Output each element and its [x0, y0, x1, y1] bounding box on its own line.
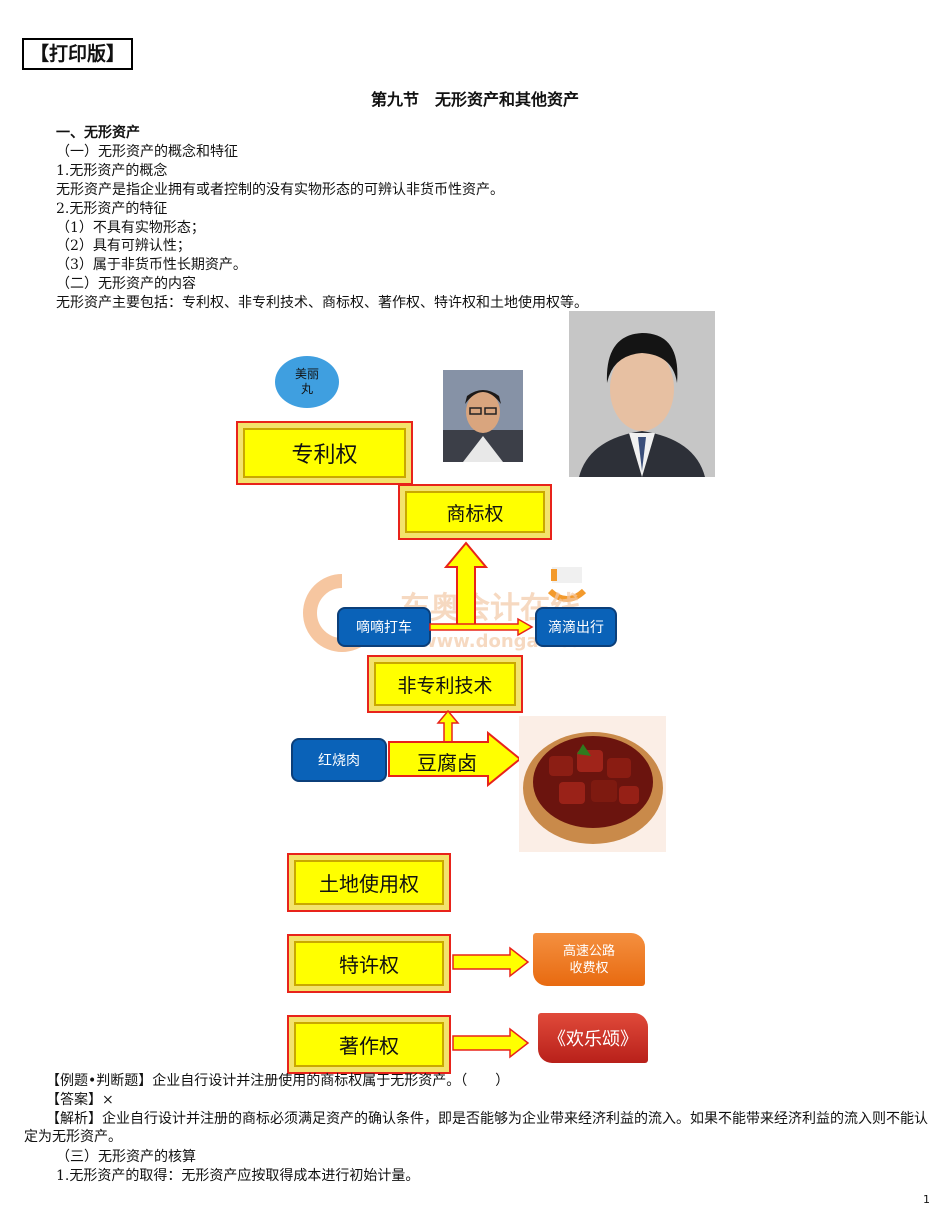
hongshaorou-box: 红烧肉 — [291, 738, 387, 782]
concept-text: 无形资产是指企业拥有或者控制的没有实物形态的可辨认非货币性资产。 — [56, 182, 504, 198]
copyright-label: 著作权 — [339, 1034, 399, 1058]
hongshaorou-label: 红烧肉 — [318, 753, 360, 769]
meili-wan-label: 美丽丸 — [294, 367, 319, 396]
didi-dache-label: 嘀嘀打车 — [356, 620, 412, 636]
arrow-right-to-highway-icon — [452, 946, 530, 978]
page-number: 1 — [923, 1193, 930, 1206]
item-concept: 1.无形资产的概念 — [56, 163, 168, 179]
portrait-photo-large — [569, 311, 715, 477]
accounting-item-1: 1.无形资产的取得：无形资产应按取得成本进行初始计量。 — [56, 1168, 420, 1184]
franchise-box: 特许权 — [287, 934, 451, 993]
section-title: 第九节 无形资产和其他资产 — [370, 90, 579, 109]
arrow-right-to-didi-icon — [429, 617, 534, 637]
highway-toll-box: 高速公路 收费权 — [533, 933, 645, 986]
braised-pork-photo — [519, 716, 666, 852]
trademark-label: 商标权 — [446, 502, 504, 525]
item-features: 2.无形资产的特征 — [56, 201, 168, 217]
highway-toll-line1: 高速公路 — [562, 943, 615, 959]
content-text: 无形资产主要包括：专利权、非专利技术、商标权、著作权、特许权和土地使用权等。 — [56, 295, 588, 311]
print-version-badge: 【打印版】 — [22, 38, 134, 70]
example-analysis: 【解析】企业自行设计并注册的商标必须满足资产的确认条件，即是否能够为企业带来经济… — [24, 1111, 928, 1145]
didi-chuxing-label: 滴滴出行 — [548, 620, 604, 636]
trademark-box: 商标权 — [398, 484, 552, 540]
subheading-concept: （一）无形资产的概念和特征 — [56, 144, 238, 160]
arrow-right-to-huanlesong-icon — [452, 1027, 530, 1059]
meili-wan-oval: 美丽丸 — [275, 356, 339, 408]
heading-intangible-assets: 一、无形资产 — [56, 125, 140, 141]
feature-1: （1）不具有实物形态； — [56, 220, 205, 236]
feature-2: （2）具有可辨认性； — [56, 238, 191, 254]
land-use-right-box: 土地使用权 — [287, 853, 451, 912]
example-answer: 【答案】× — [46, 1092, 114, 1108]
land-use-right-label: 土地使用权 — [319, 872, 419, 896]
doufulu-label: 豆腐卤 — [417, 751, 477, 775]
feature-3: （3）属于非货币性长期资产。 — [56, 257, 247, 273]
example-question: 【例题•判断题】企业自行设计并注册使用的商标权属于无形资产。（ ） — [46, 1073, 510, 1089]
highway-toll-line2: 收费权 — [569, 960, 609, 976]
didi-chuxing-box: 滴滴出行 — [535, 607, 617, 647]
non-patent-technology-label: 非专利技术 — [397, 674, 493, 697]
doufulu-arrow-icon — [388, 730, 522, 788]
didi-dache-box: 嘀嘀打车 — [337, 607, 431, 647]
subheading-accounting: （三）无形资产的核算 — [56, 1149, 196, 1165]
non-patent-technology-box: 非专利技术 — [367, 655, 523, 713]
arrow-up-to-trademark-icon — [443, 541, 489, 626]
copyright-box: 著作权 — [287, 1015, 451, 1074]
franchise-label: 特许权 — [339, 953, 399, 977]
patent-box: 专利权 — [236, 421, 413, 485]
huanlesong-box: 《欢乐颂》 — [538, 1013, 648, 1063]
subheading-content: （二）无形资产的内容 — [56, 276, 196, 292]
portrait-photo-small — [443, 370, 523, 462]
patent-label: 专利权 — [291, 443, 358, 468]
huanlesong-label: 《欢乐颂》 — [548, 1029, 638, 1050]
